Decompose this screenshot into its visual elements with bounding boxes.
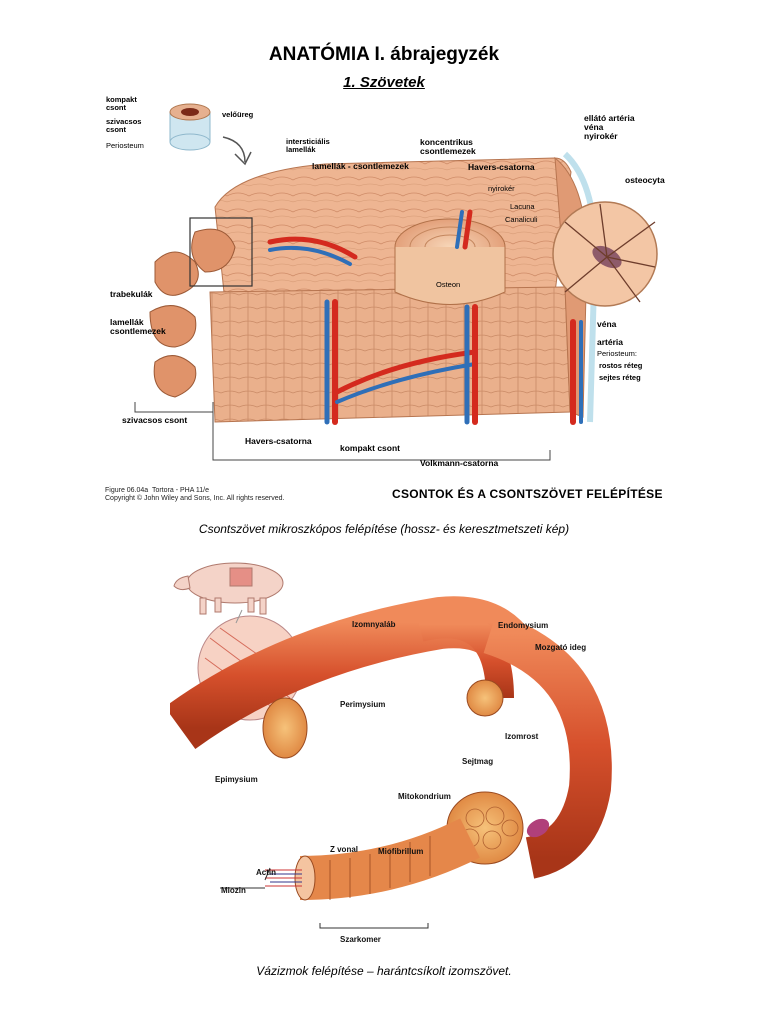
label-mozgato-ideg: Mozgató ideg [535,643,587,652]
label-miozin: Miozin [221,886,246,895]
label-izomnyalab: Izomnyaláb [352,620,396,629]
label-osteon: Osteon [436,280,461,289]
label-periosteum-top: Periosteum [106,141,144,150]
document-title: ANATÓMIA I. ábrajegyzék [268,44,500,65]
label-szarkomer: Szarkomer [340,935,381,944]
section-subtitle: 1. Szövetek [343,74,425,91]
label-epimysium: Epimysium [215,775,258,784]
label-vena: véna [597,319,617,329]
label-perimysium: Perimysium [340,700,386,709]
blood-vessels [267,209,583,425]
label-osteocyta: osteocyta [625,175,665,185]
label-havers-csatorna-top: Havers-csatorna [468,162,535,172]
label-sejtmag: Sejtmag [462,757,494,766]
label-lacuna: Lacuna [510,202,535,211]
label-actin: Actin [256,868,276,877]
pig-icon [173,562,284,615]
label-veloureg: velőüreg [222,110,254,119]
label-rostos-reteg: rostos réteg [599,361,643,370]
label-trabekulak: trabekulák [110,289,153,299]
spongy-bone-trabeculae [149,228,236,398]
osteocyte-magnified-view [552,201,658,307]
muscle-figure-caption: Vázizmok felépítése – harántcsíkolt izom… [256,964,512,978]
bone-tissue-illustration [134,103,658,461]
label-arteria: artéria [597,337,623,347]
skeletal-muscle-illustration [170,562,612,929]
label-szivacsos-csont-bottom: szivacsos csont [122,415,188,425]
label-periosteum-right: Periosteum: [597,349,638,358]
bone-figure-caption: Csontszövet mikroszkópos felépítése (hos… [198,522,570,536]
label-miofibrillum: Miofibrillum [378,847,424,856]
figure-banner: CSONTOK ÉS A CSONTSZÖVET FELÉPÍTÉSE [392,487,663,501]
label-canaliculi: Canaliculi [505,215,538,224]
label-volkmann-csatorna: Volkmann-csatorna [420,458,499,468]
label-sejtes-reteg: sejtes réteg [599,373,641,382]
long-bone-cross-section-icon [169,103,211,151]
label-izomrost: Izomrost [505,732,539,741]
label-nyiroker-small: nyirokér [488,184,515,193]
label-mitokondrium: Mitokondrium [398,792,451,801]
label-lamellak-csontlemezek-top: lamellák - csontlemezek [312,161,409,171]
label-kompakt-csont-bottom: kompakt csont [340,443,400,453]
label-havers-csatorna-bottom: Havers-csatorna [245,436,312,446]
label-endomysium: Endomysium [498,621,549,630]
label-z-vonal: Z vonal [330,845,359,854]
